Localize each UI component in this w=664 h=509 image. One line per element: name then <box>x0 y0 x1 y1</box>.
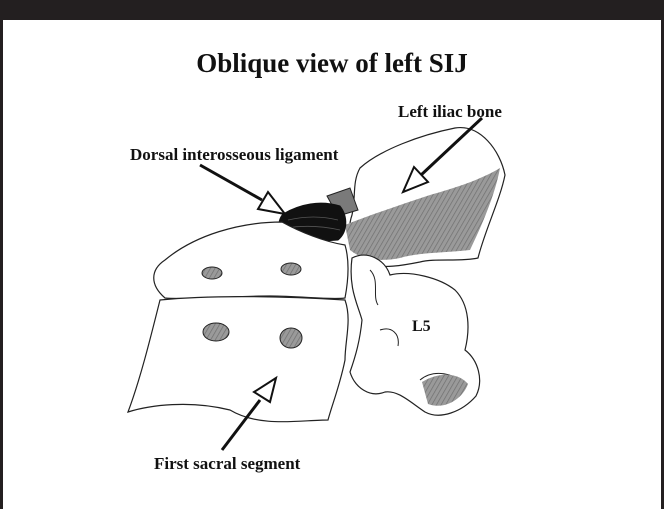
sacral-foramen-upper-left <box>202 267 222 279</box>
sacral-foramen-upper-right <box>281 263 301 275</box>
label-left-iliac-bone: Left iliac bone <box>398 102 502 122</box>
sacral-foramen-lower-right <box>280 328 302 348</box>
label-dorsal-interosseous-ligament: Dorsal interosseous ligament <box>130 145 338 165</box>
sacral-foramen-lower-left <box>203 323 229 341</box>
arrow-dorsal-ligament <box>200 165 285 214</box>
label-l5: L5 <box>412 318 431 336</box>
first-sacral-segment-outline <box>128 297 348 422</box>
label-first-sacral-segment: First sacral segment <box>154 454 300 474</box>
